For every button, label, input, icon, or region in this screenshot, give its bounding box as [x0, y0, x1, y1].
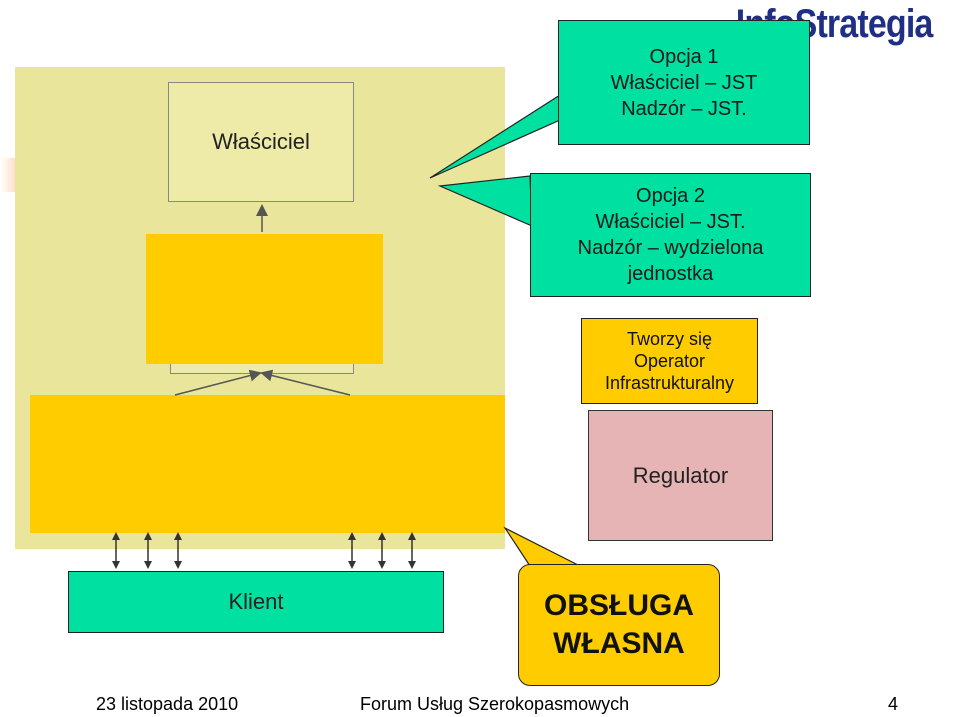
self-service-line1: OBSŁUGA [544, 589, 694, 622]
operator-line3: Infrastrukturalny [604, 373, 735, 393]
regulator-label: Regulator [632, 462, 729, 488]
operator-box: Tworzy się Operator Infrastrukturalny [581, 318, 758, 404]
option1-line1: Opcja 1 [649, 45, 719, 68]
option2-line3: Nadzór – wydzielona [577, 237, 764, 259]
operator-line2: Operator [633, 351, 706, 371]
self-service-callout: OBSŁUGA WŁASNA [518, 564, 720, 686]
owner-label: Właściciel [212, 129, 310, 154]
option1-line2: Właściciel – JST [610, 71, 758, 94]
option2-line1: Opcja 2 [636, 185, 705, 207]
footer-event: Forum Usług Szerokopasmowych [360, 694, 630, 714]
footer-page-number: 4 [888, 694, 899, 714]
footer-date: 23 listopada 2010 [96, 694, 239, 714]
option2-callout: Opcja 2 Właściciel – JST. Nadzór – wydzi… [530, 173, 811, 297]
middle-yellow-box [146, 234, 383, 364]
regulator-box: Regulator [588, 410, 773, 541]
option1-callout: Opcja 1 Właściciel – JST Nadzór – JST. [558, 20, 810, 145]
owner-box: Właściciel [168, 82, 354, 202]
operator-line1: Tworzy się [626, 329, 713, 349]
self-service-line2: WŁASNA [553, 627, 685, 660]
option2-line4: jednostka [627, 263, 714, 285]
infrastructure-box [30, 395, 505, 533]
option1-line3: Nadzór – JST. [621, 97, 747, 120]
option2-line2: Właściciel – JST. [595, 211, 746, 233]
client-label: Klient [228, 589, 284, 614]
client-box: Klient [68, 571, 444, 633]
